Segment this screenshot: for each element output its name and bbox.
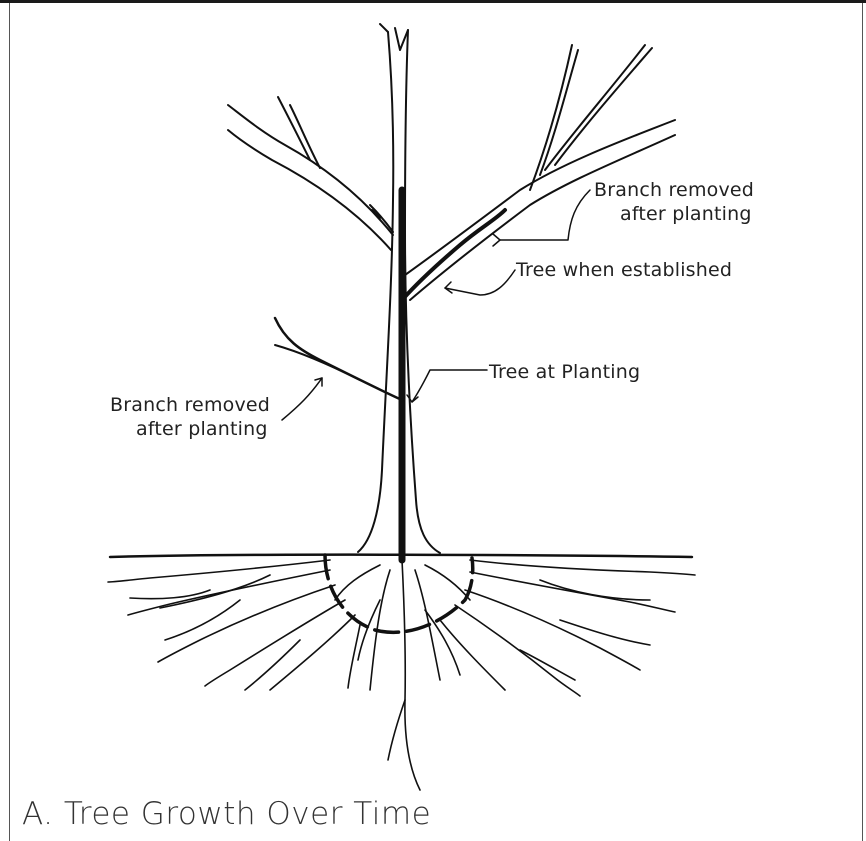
roots-center [335,560,470,790]
label-branch-removed-left: Branch removed after planting [110,393,270,441]
label-branch-removed-right-line2: after planting [594,202,754,226]
root-ball [325,555,473,632]
label-branch-removed-left-line1: Branch removed [110,393,270,417]
established-left-branch [228,97,393,250]
figure-caption: A. Tree Growth Over Time [22,796,431,832]
label-tree-at-planting: Tree at Planting [489,360,640,384]
leader-lines [282,190,590,420]
label-tree-when-established: Tree when established [516,258,732,282]
roots-left [108,560,360,690]
label-branch-removed-left-line2: after planting [110,417,270,441]
roots-right [440,560,695,696]
label-branch-removed-right: Branch removed after planting [594,178,754,226]
label-branch-removed-right-line1: Branch removed [594,178,754,202]
